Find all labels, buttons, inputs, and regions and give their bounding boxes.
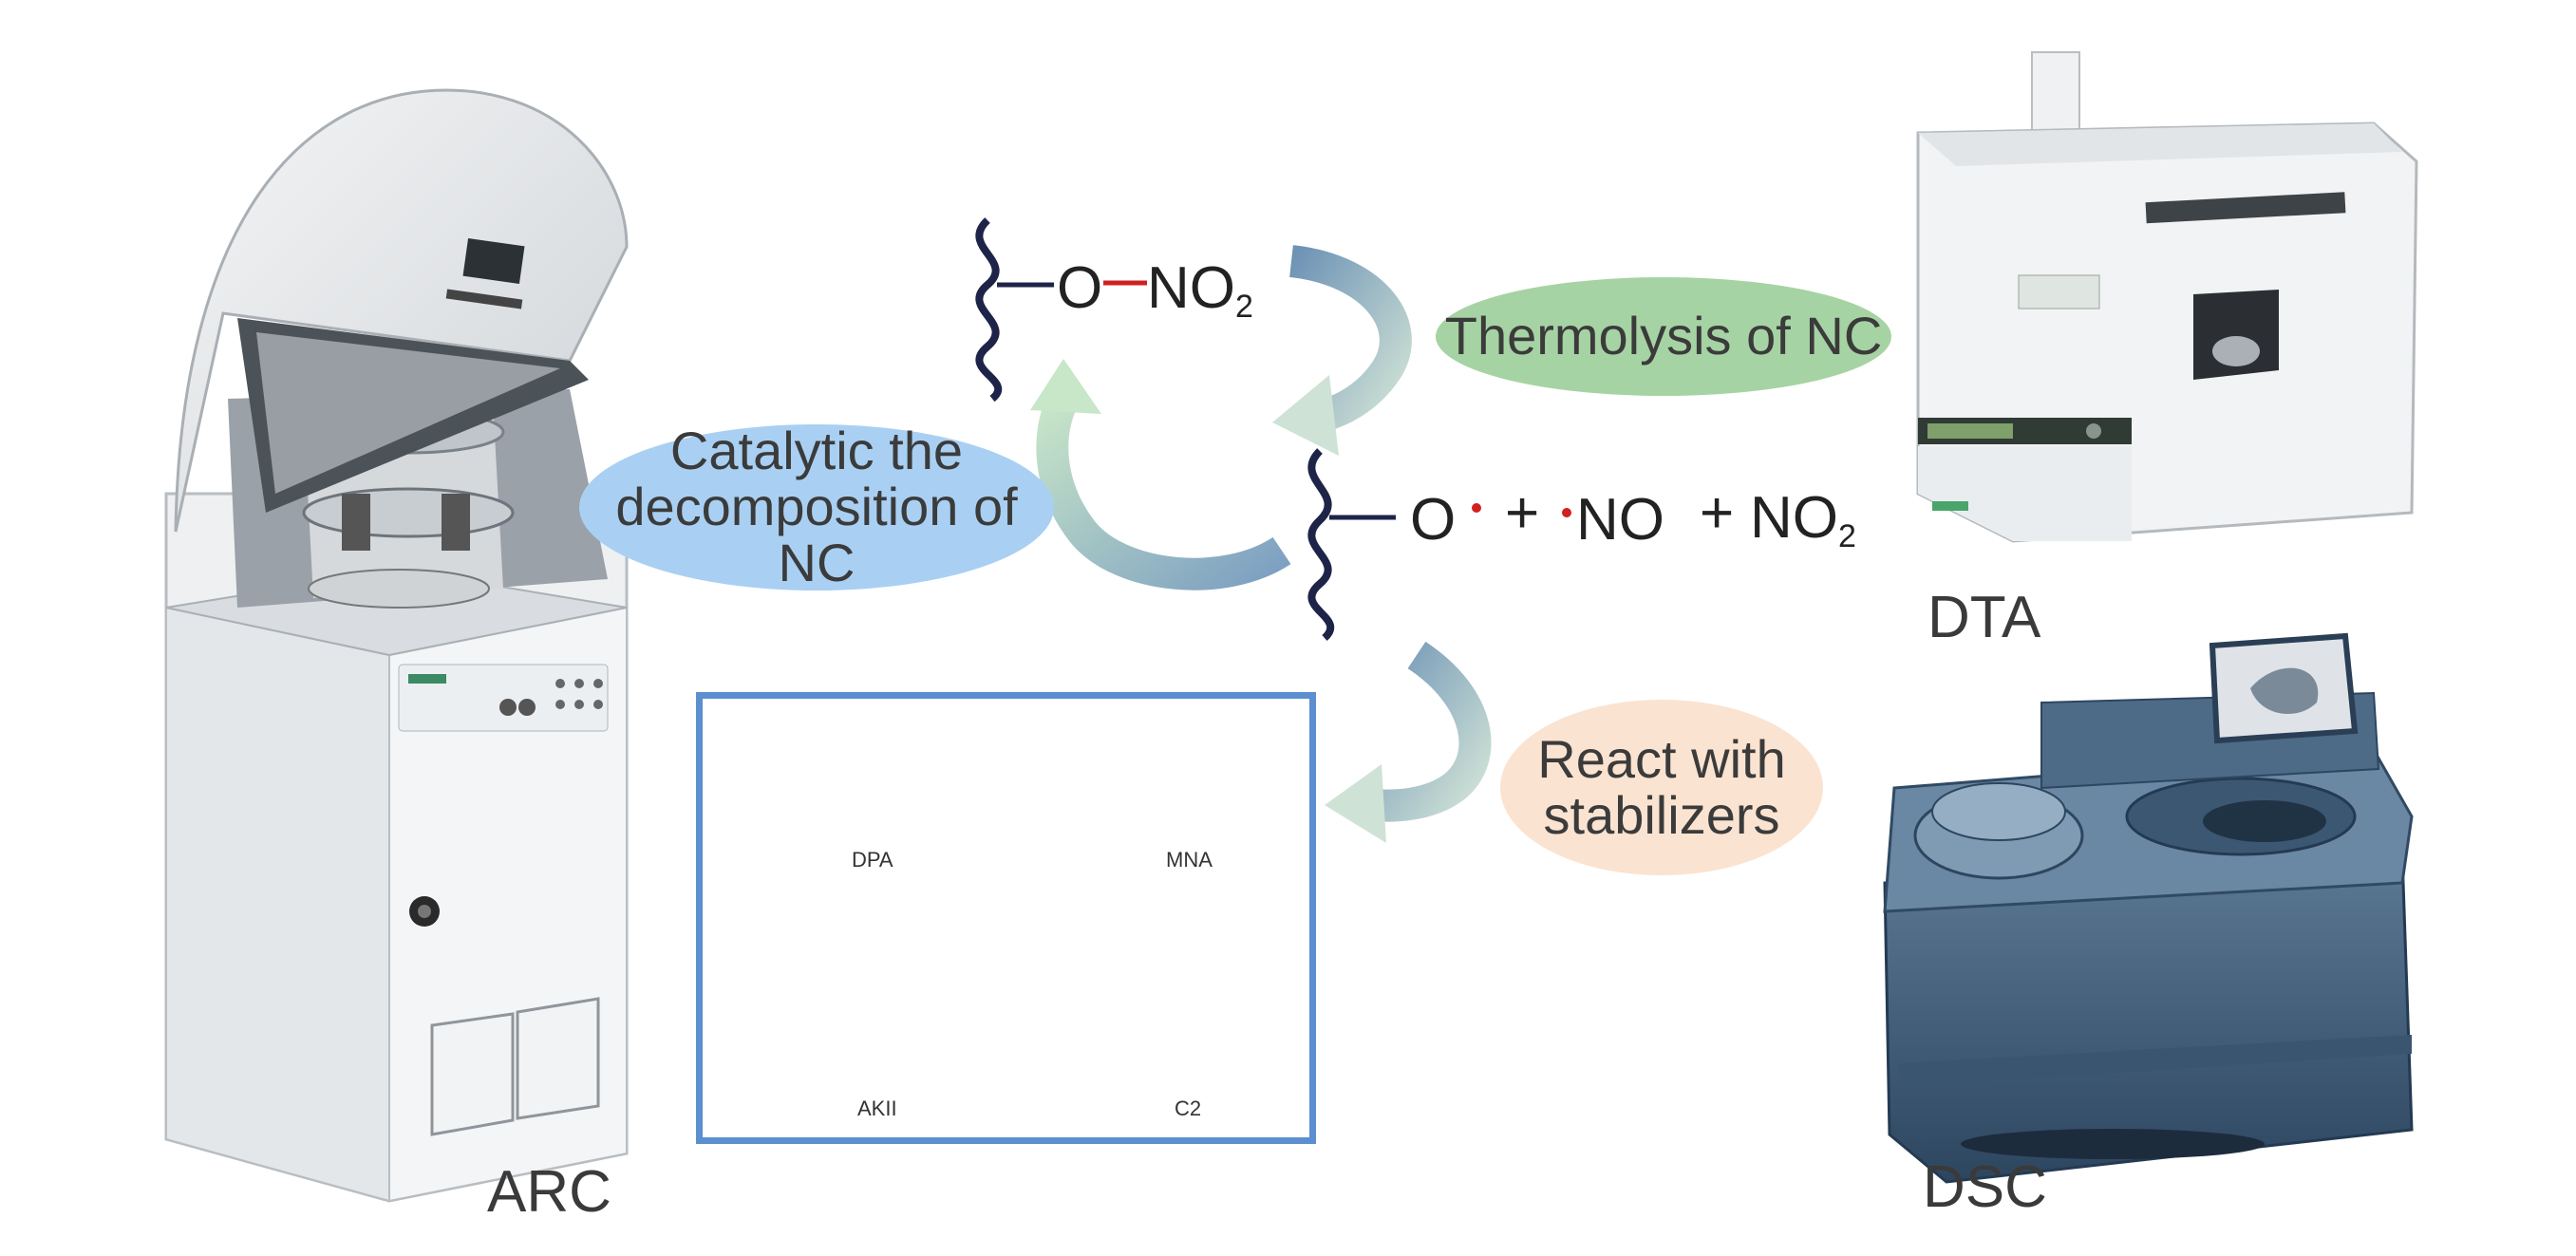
product-oxygen-radical: O <box>1410 487 1457 553</box>
product-polymer-chain <box>1307 448 1571 641</box>
reactant-oxygen: O <box>1057 255 1103 321</box>
product-nitrogen-dioxide: NO2 <box>1750 484 1856 555</box>
react-label-line2: stabilizers <box>1543 784 1780 845</box>
reactant-nitro-group: NO2 <box>1147 254 1253 326</box>
product-no2-text: NO <box>1750 485 1838 551</box>
reactant-nitro-subscript: 2 <box>1235 289 1253 325</box>
catalytic-label-line1: Catalytic the <box>669 421 964 481</box>
plus-sign-2: + <box>1700 480 1735 546</box>
dsc-label: DSC <box>1923 1154 2047 1220</box>
stabilizers-panel <box>696 692 1316 1144</box>
thermolysis-arrow <box>1272 245 1412 456</box>
reactant-nitro-text: NO <box>1147 255 1235 321</box>
arc-instrument-illustration <box>164 88 629 1203</box>
thermolysis-label: Thermolysis of NC <box>1444 306 1883 366</box>
thermolysis-ellipse: Thermolysis of NC <box>1436 277 1891 396</box>
c2-label: C2 <box>1175 1097 1202 1120</box>
dsc-instrument-illustration <box>1883 632 2414 1184</box>
dta-instrument-illustration <box>1916 51 2418 543</box>
react-stabilizers-ellipse: React with stabilizers <box>1500 700 1823 875</box>
reactant-polymer-chain <box>975 217 1147 403</box>
plus-sign-1: + <box>1505 480 1540 546</box>
catalytic-cycle-arrow <box>1030 359 1291 591</box>
react-stabilizer-arrow <box>1325 641 1492 843</box>
radical-dot-o <box>1472 503 1481 513</box>
radical-dot-no <box>1562 508 1571 517</box>
mna-label: MNA <box>1166 848 1213 872</box>
akii-label: AKII <box>857 1097 897 1120</box>
arc-label: ARC <box>487 1159 611 1225</box>
product-no-radical: NO <box>1576 487 1664 553</box>
react-label-line1: React with <box>1537 728 1786 789</box>
product-no2-subscript: 2 <box>1838 518 1856 554</box>
catalytic-label-line2: decomposition of NC <box>615 477 1018 592</box>
dpa-label: DPA <box>852 848 893 872</box>
catalytic-ellipse: Catalytic the decomposition of NC <box>579 421 1054 592</box>
dta-label: DTA <box>1927 585 2041 650</box>
